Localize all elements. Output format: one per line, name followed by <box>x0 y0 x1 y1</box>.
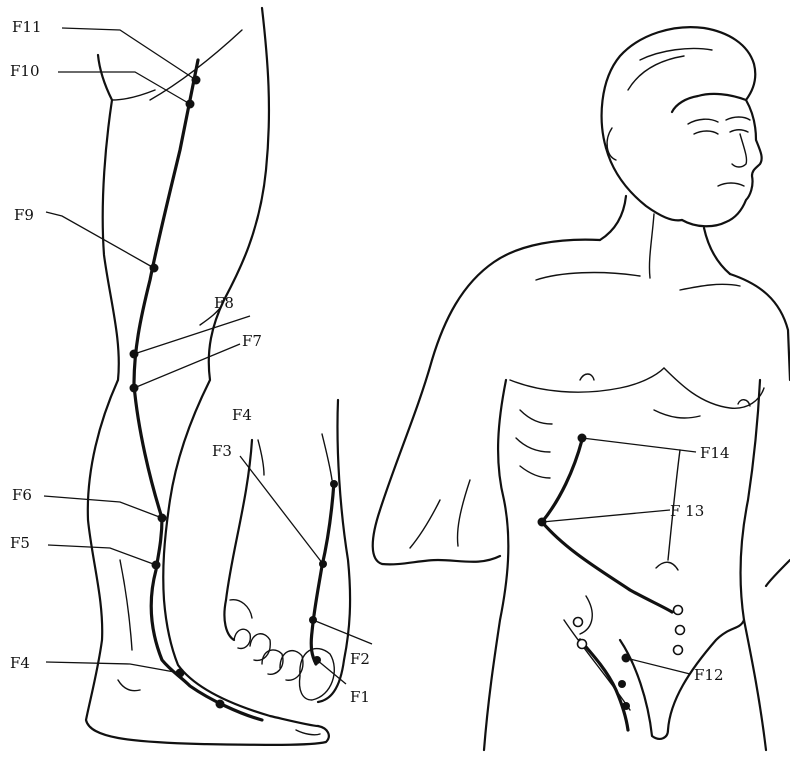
label-f1: F1 <box>350 688 370 706</box>
leader-f9 <box>46 212 154 268</box>
label-f8: F8 <box>214 294 234 312</box>
ankle-lines <box>322 434 332 480</box>
label-f13: F 13 <box>670 502 704 520</box>
elbow-line <box>458 480 471 546</box>
torso-figure <box>373 27 790 750</box>
leader-f3 <box>240 456 323 564</box>
label-f3: F3 <box>212 442 232 460</box>
torso-right-side <box>741 380 766 750</box>
nose <box>732 134 747 167</box>
nipple-left <box>580 374 594 380</box>
leg-figure <box>44 8 329 745</box>
leg-front-outline <box>86 55 329 745</box>
toe-crease <box>230 600 252 618</box>
eye-right <box>730 130 748 132</box>
point-groin-2 <box>622 702 630 710</box>
navel <box>656 562 678 570</box>
toe-1 <box>234 629 250 648</box>
pec-left <box>510 368 664 392</box>
abs-upper <box>654 410 700 418</box>
mouth <box>718 183 744 186</box>
leader-f6 <box>44 496 162 518</box>
label-f10: F10 <box>10 62 40 80</box>
leader-f2 <box>313 620 372 644</box>
toe-3 <box>262 650 283 674</box>
toe-2 <box>250 634 270 661</box>
thigh-crease <box>112 90 155 100</box>
label-f14: F14 <box>700 444 730 462</box>
hollow-point-3 <box>674 646 683 655</box>
groin <box>620 620 744 739</box>
leader-f5 <box>48 545 156 565</box>
label-f11: F11 <box>12 18 42 36</box>
ankle-left <box>258 440 264 475</box>
label-f2: F2 <box>350 650 370 668</box>
clavicle-right <box>680 284 740 290</box>
label-f7: F7 <box>242 332 262 350</box>
hollow-point-5 <box>578 640 587 649</box>
leader-f4-leg <box>46 662 180 673</box>
torso-left-side <box>484 380 508 750</box>
face-profile <box>682 100 762 226</box>
wrist-detail <box>580 596 592 634</box>
torso-meridian <box>542 440 672 612</box>
left-shoulder-arm <box>373 240 600 565</box>
leader-f7 <box>134 344 240 388</box>
leader-f13 <box>542 510 670 522</box>
hollow-point-4 <box>574 618 583 627</box>
brow-left <box>688 119 718 124</box>
point-groin-1 <box>618 680 626 688</box>
foot-right-outline <box>318 400 350 702</box>
rib-1 <box>520 410 552 424</box>
hair-strand-2 <box>628 56 684 90</box>
clavicle-left <box>536 273 640 280</box>
label-f6: F6 <box>12 486 32 504</box>
right-shoulder-arm <box>730 274 790 380</box>
hollow-point-1 <box>674 606 683 615</box>
hair <box>602 27 756 148</box>
label-f5: F5 <box>10 534 30 552</box>
label-f9: F9 <box>14 206 34 224</box>
foot-left-outline <box>224 440 252 640</box>
label-f4-foot: F4 <box>232 406 252 424</box>
neck-front <box>704 228 730 274</box>
toe-line <box>296 730 320 735</box>
rib-2 <box>516 438 550 452</box>
neck-back <box>600 196 626 240</box>
foot-meridian <box>311 482 334 664</box>
point-leg-extra <box>216 700 225 709</box>
leader-f8 <box>134 316 250 354</box>
right-hand-edge <box>766 560 790 586</box>
left-arm-inner <box>410 500 440 548</box>
jaw <box>606 148 682 220</box>
neck-muscle <box>649 214 654 278</box>
eye-left <box>694 131 718 134</box>
leader-f14 <box>582 438 696 452</box>
leg-meridian <box>134 60 262 720</box>
rib-3 <box>520 466 550 478</box>
hollow-point-2 <box>676 626 685 635</box>
label-f4-leg: F4 <box>10 654 30 672</box>
heel-line <box>118 680 140 691</box>
brow-right <box>726 117 750 120</box>
point-f4-foot <box>330 480 338 488</box>
calf-line <box>120 560 132 650</box>
label-f12: F12 <box>694 666 724 684</box>
